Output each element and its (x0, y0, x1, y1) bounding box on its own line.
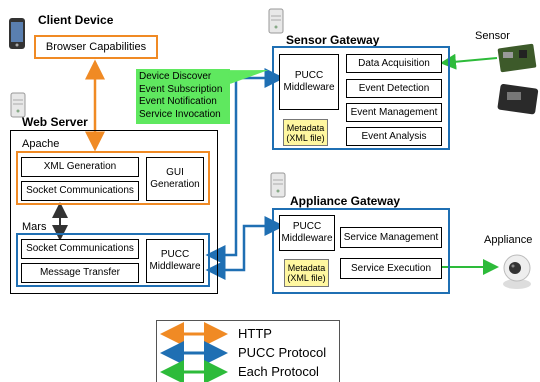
legend-pucc-label: PUCC Protocol (238, 345, 327, 360)
web-server-frame (10, 130, 218, 294)
sensor-pucc-middleware-box: PUCC Middleware (279, 54, 339, 110)
server-icon-web (10, 92, 26, 118)
sensor-board-icon (497, 40, 540, 120)
mars-label: Mars (22, 221, 47, 233)
xml-generation-box: XML Generation (21, 157, 139, 177)
event-line-notification: Event Notification (139, 96, 217, 107)
mars-pucc-middleware-box: PUCC Middleware (146, 239, 204, 283)
web-server-title: Web Server (22, 115, 88, 129)
event-line-invocation: Service Invocation (139, 108, 221, 120)
apache-label: Apache (22, 138, 60, 150)
appliance-gateway-title: Appliance Gateway (290, 194, 401, 208)
event-functions-box: Device Discover Event Subscription Event… (136, 69, 230, 124)
appliance-metadata-note: Metadata (XML file) (284, 259, 329, 287)
event-line-subscription: Event Subscription (139, 83, 223, 95)
apache-socket-box: Socket Communications (21, 181, 139, 201)
service-management-box: Service Management (340, 227, 442, 248)
server-icon-sensor (268, 8, 284, 34)
pucc-link-appliance (205, 216, 285, 280)
sensor-gateway-frame (272, 46, 450, 150)
client-device-title: Client Device (38, 13, 114, 27)
appliance-gateway-frame (272, 208, 450, 294)
phone-icon (8, 17, 26, 50)
appliance-pucc-middleware-box: PUCC Middleware (279, 215, 335, 251)
event-line-discover: Device Discover (139, 71, 212, 82)
camera-icon (498, 250, 536, 290)
sensor-metadata-note: Metadata (XML file) (283, 119, 328, 146)
sensor-label: Sensor (475, 30, 510, 42)
mars-socket-box: Socket Communications (21, 239, 139, 259)
apache-frame (16, 151, 210, 205)
event-management-box: Event Management (346, 103, 442, 122)
event-analysis-box: Event Analysis (346, 127, 442, 146)
appliance-label: Appliance (484, 234, 533, 246)
legend-box (156, 320, 340, 382)
mars-frame (16, 233, 210, 287)
message-transfer-box: Message Transfer (21, 263, 139, 283)
gui-generation-box: GUI Generation (146, 157, 204, 201)
server-icon-appliance (270, 172, 286, 198)
browser-capabilities-box: Browser Capabilities (34, 35, 158, 59)
data-acquisition-box: Data Acquisition (346, 54, 442, 73)
sensor-gateway-title: Sensor Gateway (286, 33, 380, 47)
event-detection-box: Event Detection (346, 79, 442, 98)
service-execution-box: Service Execution (340, 258, 442, 279)
legend-each-label: Each Protocol (238, 364, 319, 379)
legend-http-label: HTTP (238, 326, 272, 341)
sensor-link (440, 53, 498, 70)
